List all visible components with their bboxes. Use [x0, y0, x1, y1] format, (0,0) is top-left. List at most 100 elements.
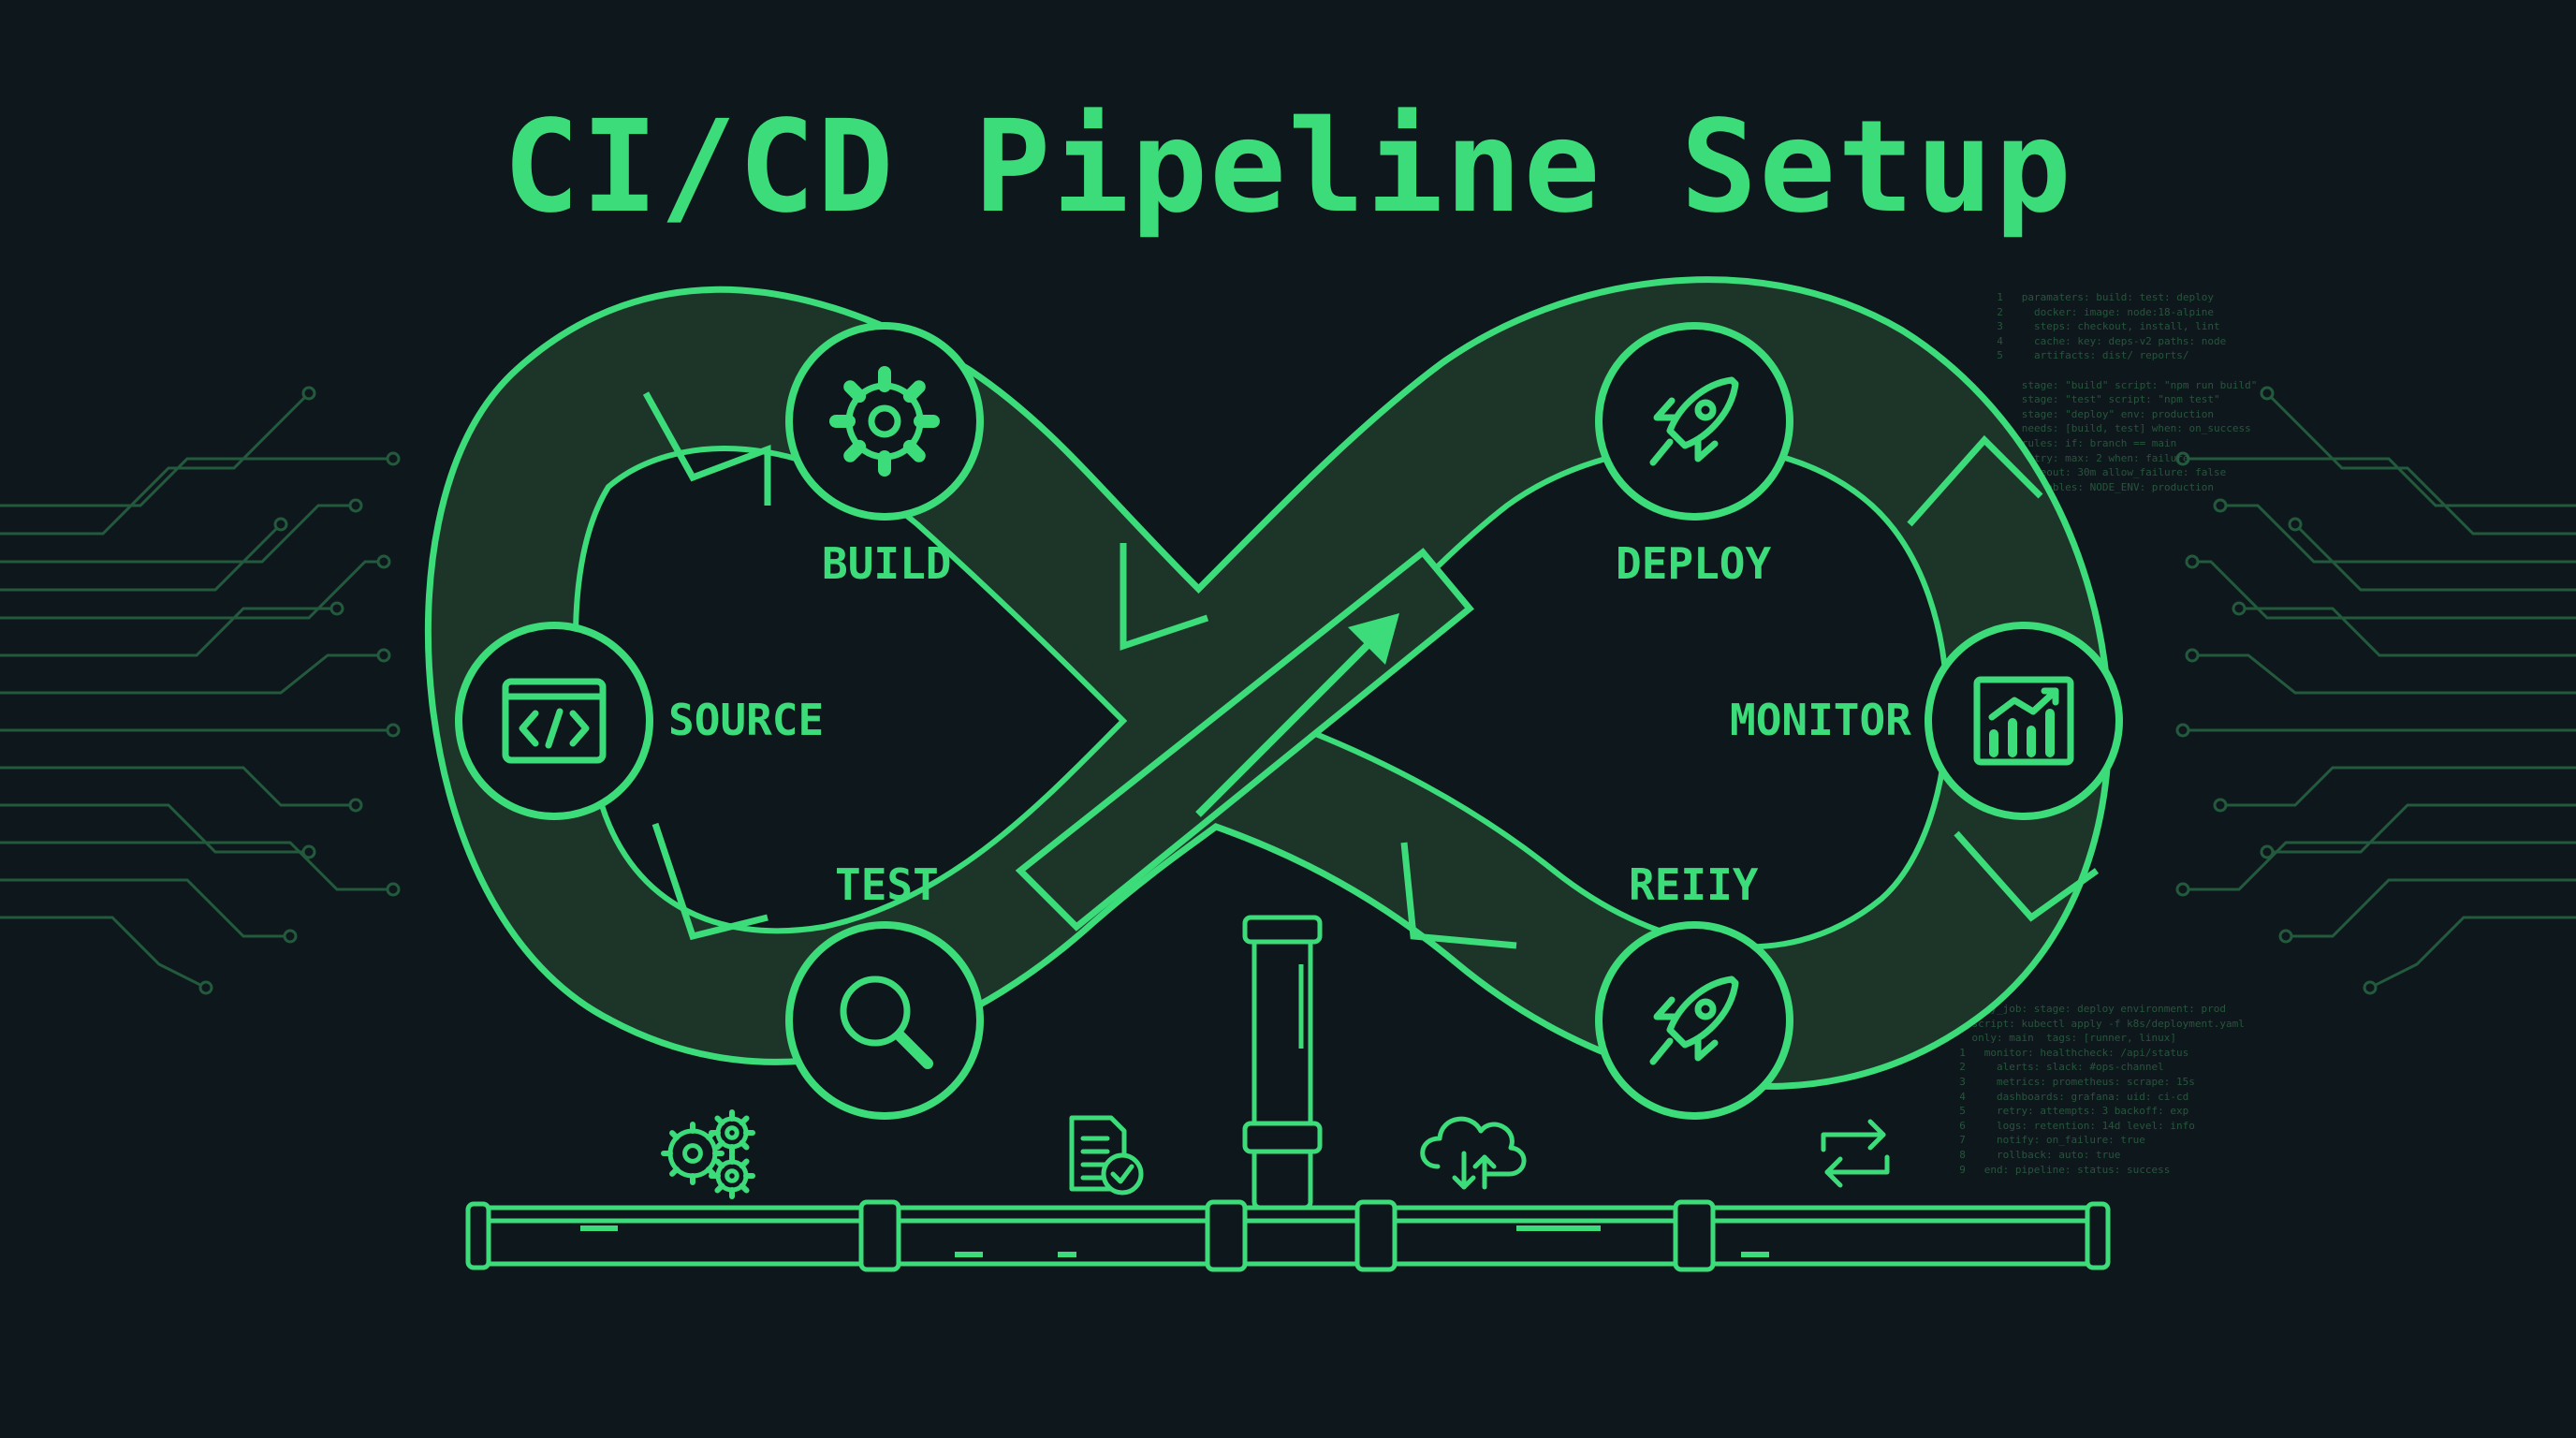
stage-label-deploy: DEPLOY: [1616, 538, 1772, 589]
magnifier-icon: [840, 976, 933, 1069]
stage-circle: [1925, 622, 2123, 820]
stage-circle: [785, 921, 984, 1120]
pipe-joint: [1242, 1121, 1323, 1154]
circuit-trace: [2265, 391, 2576, 536]
center-arrow-head: [1348, 613, 1399, 665]
code-snippet-decoration: 1 paramaters: build: test: deploy 2 dock…: [1997, 291, 2258, 493]
circuit-node: [2185, 648, 2200, 663]
pipe-horizontal: [465, 1205, 2109, 1267]
circuit-trace: [0, 522, 283, 592]
circuit-trace: [0, 457, 393, 507]
circuit-node: [329, 601, 344, 616]
center-arrow-shaft: [1195, 634, 1379, 817]
circuit-node: [2260, 386, 2275, 401]
diagram-title: CI/CD Pipeline Setup: [503, 94, 2073, 242]
circuit-node: [301, 386, 316, 401]
flow-chevron: [1400, 842, 1517, 949]
circuit-trace: [0, 878, 290, 938]
circuit-node: [301, 844, 316, 859]
circuit-trace: [2220, 504, 2576, 564]
circuit-node: [386, 882, 401, 897]
code-snippet-decoration-lower: deploy_job: stage: deploy environment: p…: [1959, 1003, 2245, 1176]
code-window-icon: [502, 678, 607, 764]
circuit-node: [386, 451, 401, 466]
pipe-joint: [465, 1201, 491, 1270]
pipeline: [465, 915, 2111, 1272]
rocket-icon: [1649, 376, 1739, 466]
circuit-node: [386, 723, 401, 738]
stage-node: [785, 322, 984, 521]
circuit-node: [2278, 929, 2293, 944]
circuit-left: [0, 386, 401, 995]
pipeline-icons: [661, 1109, 1890, 1199]
circuit-node: [2175, 882, 2190, 897]
circuit-trace: [2183, 841, 2576, 891]
gears-icon: [661, 1109, 755, 1199]
center-band-segment: [1015, 548, 1474, 932]
circuit-node: [348, 498, 363, 513]
circuit-node: [376, 554, 391, 569]
circuit-right: [2175, 386, 2576, 995]
stage-node: [1595, 921, 1793, 1120]
pipe-joint: [858, 1199, 901, 1272]
circuit-node: [2175, 723, 2190, 738]
flow-chevron: [1954, 830, 2100, 922]
circuit-trace: [2192, 560, 2576, 620]
circuit-trace: [0, 504, 356, 564]
circuit-trace: [2369, 916, 2576, 990]
circuit-node: [2185, 554, 2200, 569]
stage-node: [1925, 622, 2123, 820]
circuit-node: [198, 980, 213, 995]
circuit-trace: [0, 391, 311, 536]
circuit-trace: [2293, 522, 2576, 592]
circuit-node: [2213, 798, 2228, 813]
pipe-joint: [1205, 1199, 1248, 1272]
stage-circle: [1595, 921, 1793, 1120]
rocket-icon: [1649, 976, 1739, 1065]
circuit-trace: [2286, 878, 2576, 938]
circuit-trace: [2183, 457, 2576, 507]
circuit-node: [2288, 517, 2303, 532]
document-check-icon: [1069, 1115, 1144, 1196]
pipe-joint: [1354, 1199, 1398, 1272]
circuit-trace: [2220, 766, 2576, 807]
bar-chart-trend-icon: [1973, 676, 2074, 766]
circuit-trace: [0, 803, 309, 854]
circuit-trace: [0, 766, 356, 807]
stage-circle: [785, 322, 984, 521]
circuit-trace: [2192, 653, 2576, 695]
flow-chevron: [642, 391, 771, 506]
circuit-trace: [2239, 607, 2576, 657]
circuit-trace: [0, 841, 393, 891]
swap-arrows-icon: [1821, 1119, 1890, 1188]
circuit-node: [348, 798, 363, 813]
flow-chevron: [1120, 543, 1209, 651]
stage-label-source: SOURCE: [668, 695, 825, 745]
stage-node: [785, 921, 984, 1120]
stage-circle: [1595, 322, 1793, 521]
gear-icon: [829, 366, 940, 477]
flow-chevron: [1907, 434, 2043, 527]
pipe-cap: [1242, 915, 1323, 945]
circuit-node: [376, 648, 391, 663]
stage-label-build: BUILD: [822, 538, 952, 589]
circuit-node: [2363, 980, 2378, 995]
circuit-trace: [0, 916, 207, 990]
pipe-joint: [1673, 1199, 1716, 1272]
stage-label-retry: REIIY: [1629, 859, 1759, 910]
circuit-node: [283, 929, 298, 944]
circuit-node: [273, 517, 288, 532]
circuit-node: [2175, 451, 2190, 466]
circuit-trace: [0, 653, 384, 695]
circuit-trace: [0, 560, 384, 620]
pipe-joint: [2085, 1201, 2111, 1270]
infinity-band: [425, 276, 2113, 1090]
cloud-sync-icon: [1420, 1116, 1527, 1190]
stage-node: [1595, 322, 1793, 521]
flow-chevron: [651, 822, 768, 941]
circuit-node: [2213, 498, 2228, 513]
stage-label-test: TEST: [835, 859, 939, 910]
stage-label-monitor: MONITOR: [1730, 695, 1911, 745]
